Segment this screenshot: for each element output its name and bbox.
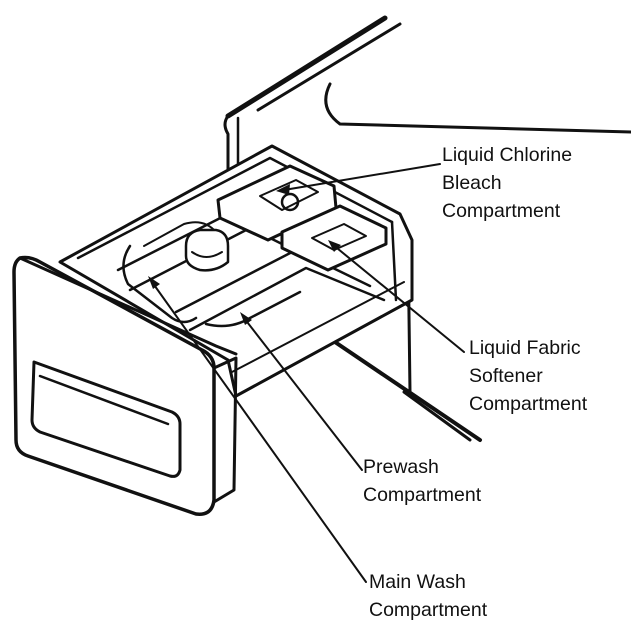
label-softener-line-2: Softener — [469, 365, 543, 387]
leader-lines — [148, 163, 465, 583]
arrow-softener — [328, 240, 341, 252]
leader-bleach — [283, 163, 441, 191]
arrow-bleach — [276, 184, 290, 195]
label-prewash-line-1: Prewash — [363, 456, 439, 478]
label-bleach-line-1: Liquid Chlorine — [442, 144, 573, 166]
label-mainwash-line-1: Main Wash — [369, 571, 466, 593]
label-bleach-line-3: Compartment — [442, 200, 561, 222]
arrow-prewash — [240, 312, 252, 325]
label-softener-compartment: Liquid Fabric Softener Compartment — [469, 334, 587, 418]
label-mainwash-line-2: Compartment — [369, 599, 488, 621]
leader-softener — [331, 243, 465, 353]
leader-mainwash — [151, 281, 367, 583]
label-prewash-compartment: Prewash Compartment — [363, 453, 481, 509]
drawer-front-panel — [12, 255, 238, 516]
label-prewash-line-2: Compartment — [363, 484, 482, 506]
leader-prewash — [243, 317, 363, 471]
label-softener-line-1: Liquid Fabric — [469, 337, 581, 359]
label-bleach-line-2: Bleach — [442, 172, 502, 194]
label-softener-line-3: Compartment — [469, 393, 588, 415]
arrow-mainwash — [148, 276, 160, 289]
label-mainwash-compartment: Main Wash Compartment — [369, 568, 487, 624]
softener-compartment-cap — [280, 204, 388, 272]
label-bleach-compartment: Liquid Chlorine Bleach Compartment — [442, 141, 572, 225]
